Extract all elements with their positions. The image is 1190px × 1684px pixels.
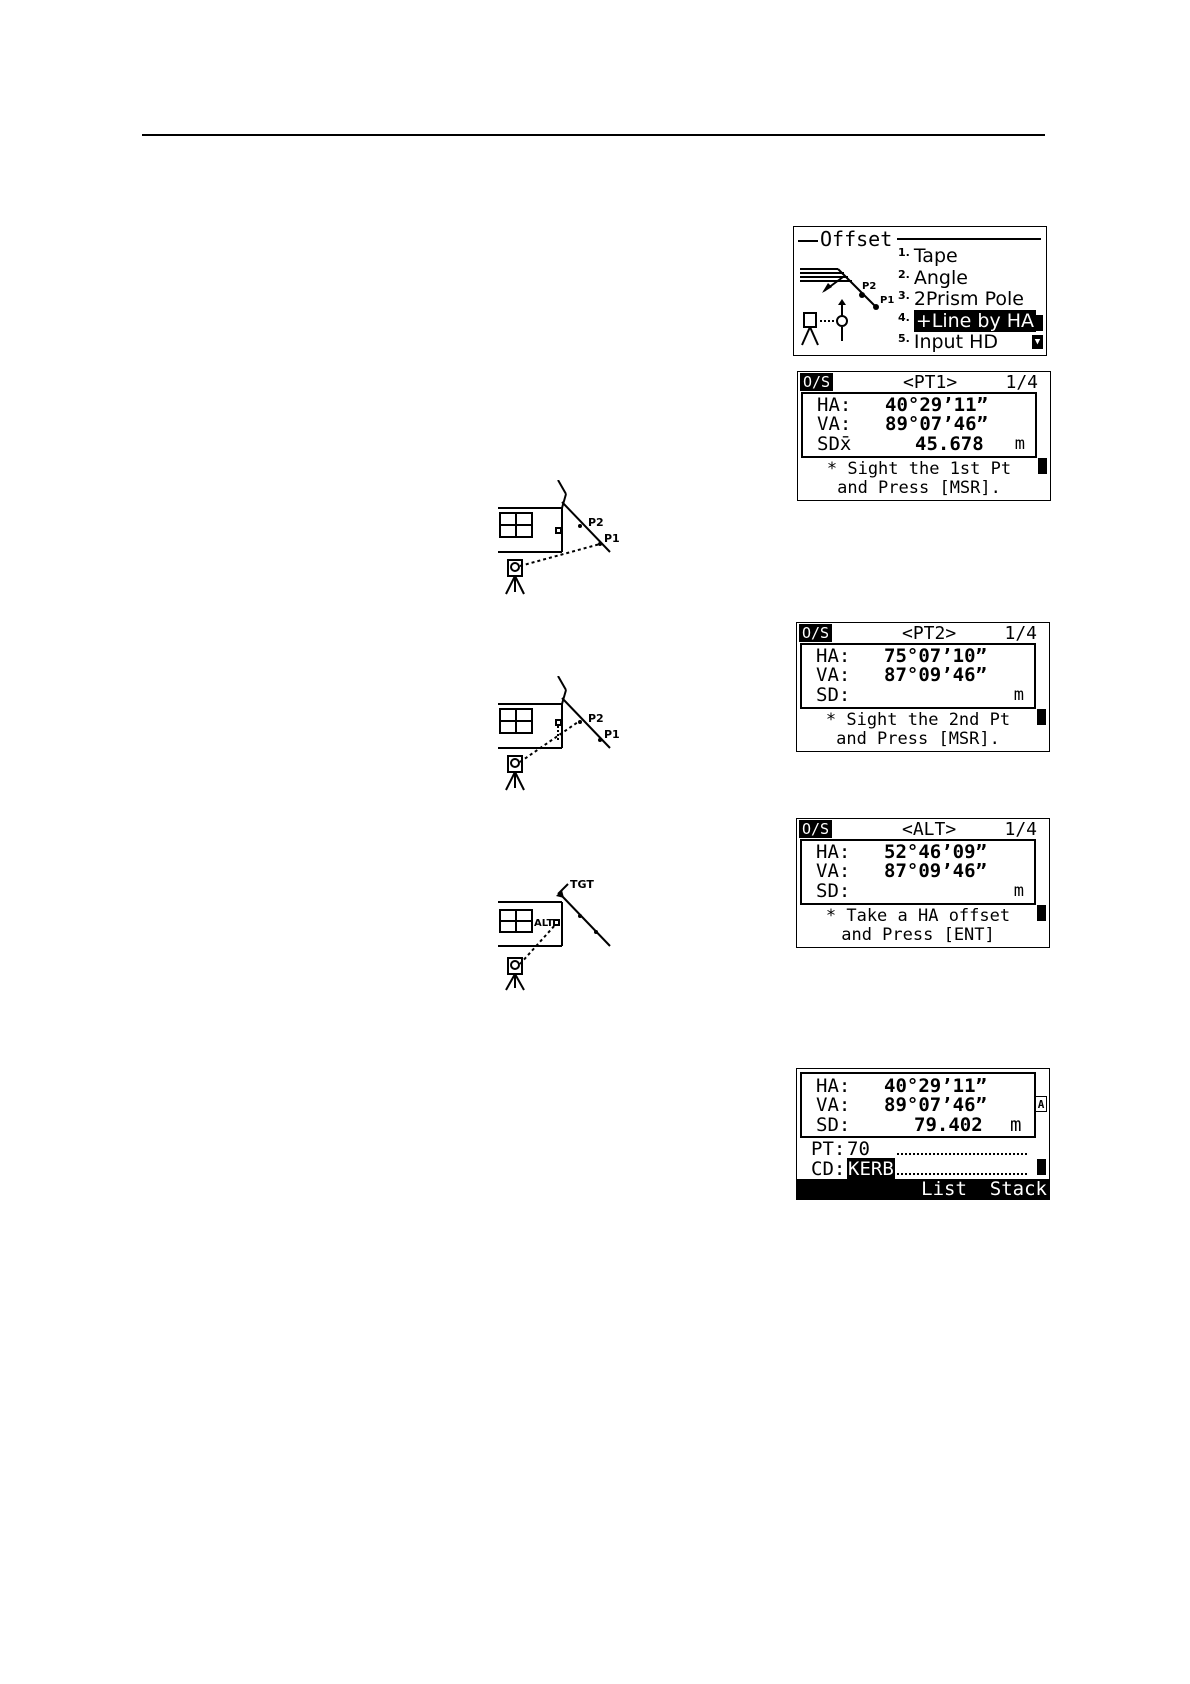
- softkey-bar: List Stack: [797, 1179, 1049, 1199]
- ha-label: HA:: [817, 394, 852, 416]
- menu-title: Offset: [798, 229, 892, 249]
- battery-icon: [1037, 1159, 1046, 1175]
- battery-icon: [1037, 905, 1046, 921]
- alt-label: ALT: [534, 918, 553, 929]
- art-p1-label: P1: [880, 295, 894, 306]
- battery-icon: [1034, 315, 1043, 331]
- stack-softkey[interactable]: Stack: [989, 1178, 1047, 1200]
- va-value: 89°07’46”: [885, 413, 988, 435]
- sd-value: 79.402: [914, 1114, 983, 1136]
- ha-value: 75°07’10”: [884, 645, 987, 667]
- pt2-screen: O/S <PT2> 1/4 HA: 75°07’10” VA: 87°09’46…: [796, 622, 1050, 752]
- sd-label: SD:: [816, 880, 851, 902]
- menu-list: 1.Tape 2.Angle 3.2Prism Pole 4.+Line by …: [898, 245, 1037, 354]
- sd-value: 45.678: [915, 433, 984, 455]
- line-by-ha-icon: P2 P1: [800, 268, 894, 346]
- readout-box: HA: 40°29’11” VA: 89°07’46” SD: 79.402 m: [800, 1072, 1036, 1138]
- va-label: VA:: [817, 413, 852, 435]
- sd-unit: m: [1010, 1114, 1022, 1136]
- va-value: 87°09’46”: [884, 860, 987, 882]
- sd-unit: m: [1013, 881, 1024, 901]
- alt-screen: O/S <ALT> 1/4 HA: 52°46’09” VA: 87°09’46…: [796, 818, 1050, 948]
- menu-item-2prism-pole[interactable]: 3.2Prism Pole: [898, 288, 1024, 310]
- page-indicator: 1/4: [1004, 623, 1037, 644]
- title-rule: [897, 238, 1041, 240]
- sd-label: SDx̄: [817, 433, 852, 455]
- point-name: <PT2>: [902, 623, 957, 644]
- ha-value: 40°29’11”: [885, 394, 988, 416]
- p1-label: P1: [604, 728, 620, 741]
- va-label: VA:: [816, 1094, 851, 1116]
- ha-value: 40°29’11”: [884, 1075, 987, 1097]
- header-rule: [142, 134, 1045, 136]
- mode-badge: O/S: [800, 373, 834, 391]
- instruction-text: * Sight the 2nd Pt and Press [MSR].: [825, 710, 1011, 749]
- battery-icon: [1038, 458, 1047, 474]
- menu-item-tape[interactable]: 1.Tape: [898, 245, 958, 267]
- cd-input[interactable]: KERB: [847, 1158, 895, 1180]
- sd-unit: m: [1014, 434, 1025, 454]
- sight-p1-diagram: P2 P1: [498, 480, 620, 595]
- page-indicator: 1/4: [1004, 819, 1037, 840]
- pt-underline: [897, 1153, 1027, 1155]
- tgt-label: TGT: [570, 878, 594, 891]
- point-name: <PT1>: [903, 372, 958, 393]
- ha-label: HA:: [816, 645, 851, 667]
- list-softkey[interactable]: List: [921, 1178, 967, 1200]
- pt-label: PT:: [811, 1138, 846, 1160]
- input-mode-badge: A: [1035, 1096, 1047, 1112]
- ha-value: 52°46’09”: [884, 841, 987, 863]
- va-value: 89°07’46”: [884, 1094, 987, 1116]
- pt-input[interactable]: 70: [847, 1138, 870, 1160]
- offset-menu-screen: Offset P2 P1 1.Tape 2.Angle 3.2Prism Pol…: [793, 226, 1047, 356]
- p2-label: P2: [588, 712, 604, 725]
- va-label: VA:: [816, 860, 851, 882]
- art-p2-label: P2: [862, 281, 876, 292]
- p1-label: P1: [604, 532, 620, 545]
- sd-unit: m: [1013, 685, 1024, 705]
- mode-badge: O/S: [799, 820, 833, 838]
- ha-offset-diagram: TGT ALT: [498, 878, 611, 991]
- p2-label: P2: [588, 516, 604, 529]
- menu-item-input-hd[interactable]: 5.Input HD: [898, 331, 998, 353]
- pt1-screen: O/S <PT1> 1/4 HA: 40°29’11” VA: 89°07’46…: [797, 371, 1051, 501]
- mode-badge: O/S: [799, 624, 833, 642]
- ha-label: HA:: [816, 841, 851, 863]
- instruction-text: * Take a HA offset and Press [ENT]: [825, 906, 1011, 945]
- readout-box: HA: 40°29’11” VA: 89°07’46” SDx̄ 45.678 …: [801, 392, 1037, 458]
- readout-box: HA: 75°07’10” VA: 87°09’46” SD: m: [800, 643, 1036, 709]
- page-indicator: 1/4: [1005, 372, 1038, 393]
- cd-underline: [897, 1173, 1027, 1175]
- va-label: VA:: [816, 664, 851, 686]
- ha-label: HA:: [816, 1075, 851, 1097]
- sight-p2-diagram: P2 P1: [498, 676, 620, 791]
- va-value: 87°09’46”: [884, 664, 987, 686]
- menu-item-angle[interactable]: 2.Angle: [898, 266, 968, 289]
- sd-label: SD:: [816, 684, 851, 706]
- instruction-text: * Sight the 1st Pt and Press [MSR].: [826, 459, 1012, 498]
- cd-label: CD:: [811, 1158, 846, 1180]
- sd-label: SD:: [816, 1114, 851, 1136]
- point-name: <ALT>: [902, 819, 957, 840]
- readout-box: HA: 52°46’09” VA: 87°09’46” SD: m: [800, 839, 1036, 905]
- record-screen: HA: 40°29’11” VA: 89°07’46” SD: 79.402 m…: [796, 1068, 1050, 1200]
- menu-item-line-by-ha[interactable]: 4.+Line by HA: [898, 309, 1037, 332]
- battery-icon: [1037, 709, 1046, 725]
- scroll-down-icon[interactable]: ▼: [1032, 335, 1043, 349]
